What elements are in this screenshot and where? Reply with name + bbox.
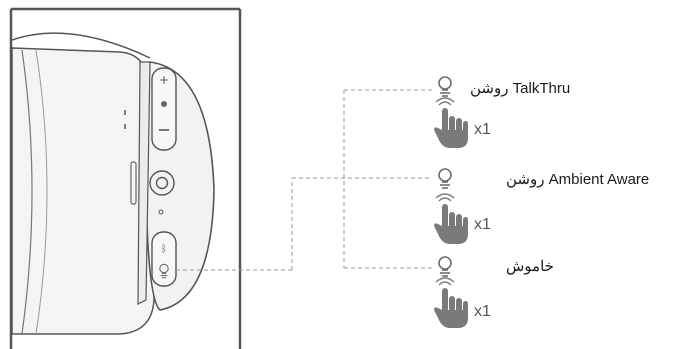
bluetooth-icon: ᛒ xyxy=(161,244,167,255)
play-button-icon xyxy=(161,101,167,107)
cushion-stitch xyxy=(21,49,33,335)
mode-state-rtl: روشن xyxy=(506,171,545,188)
product-frame xyxy=(9,7,242,349)
earcup-slot xyxy=(130,161,137,205)
earcup-rim xyxy=(137,61,151,305)
bulb-icon xyxy=(438,168,452,189)
mode-talkthru-label: روشن TalkThru xyxy=(470,80,570,98)
volume-control[interactable] xyxy=(151,67,177,151)
bluetooth-light-button[interactable] xyxy=(151,231,177,287)
mode-state-rtl: خاموش xyxy=(506,258,554,275)
tap-count: x1 xyxy=(474,121,491,138)
led-indicator xyxy=(158,209,164,215)
mode-state-rtl: روشن xyxy=(470,80,509,97)
bulb-icon xyxy=(438,76,452,97)
mode-name: TalkThru xyxy=(512,80,571,97)
dashed-connectors xyxy=(176,89,432,271)
volume-plus-icon: + xyxy=(159,73,169,87)
tap-hand-icon xyxy=(433,193,469,245)
tap-count: x1 xyxy=(474,216,491,233)
mode-off-label: خاموش xyxy=(506,258,554,276)
tap-hand-icon xyxy=(433,277,469,329)
mode-ambient-aware-label: روشن Ambient Aware xyxy=(506,171,649,189)
ear-cushion xyxy=(11,47,155,335)
headband xyxy=(11,32,151,59)
tap-count: x1 xyxy=(474,303,491,320)
tap-hand-icon xyxy=(433,97,469,149)
mode-name: Ambient Aware xyxy=(548,171,650,188)
audio-jack-hole xyxy=(155,176,169,190)
cushion-stitch xyxy=(35,49,48,335)
bulb-icon xyxy=(438,256,452,277)
audio-jack-icon xyxy=(149,170,175,196)
